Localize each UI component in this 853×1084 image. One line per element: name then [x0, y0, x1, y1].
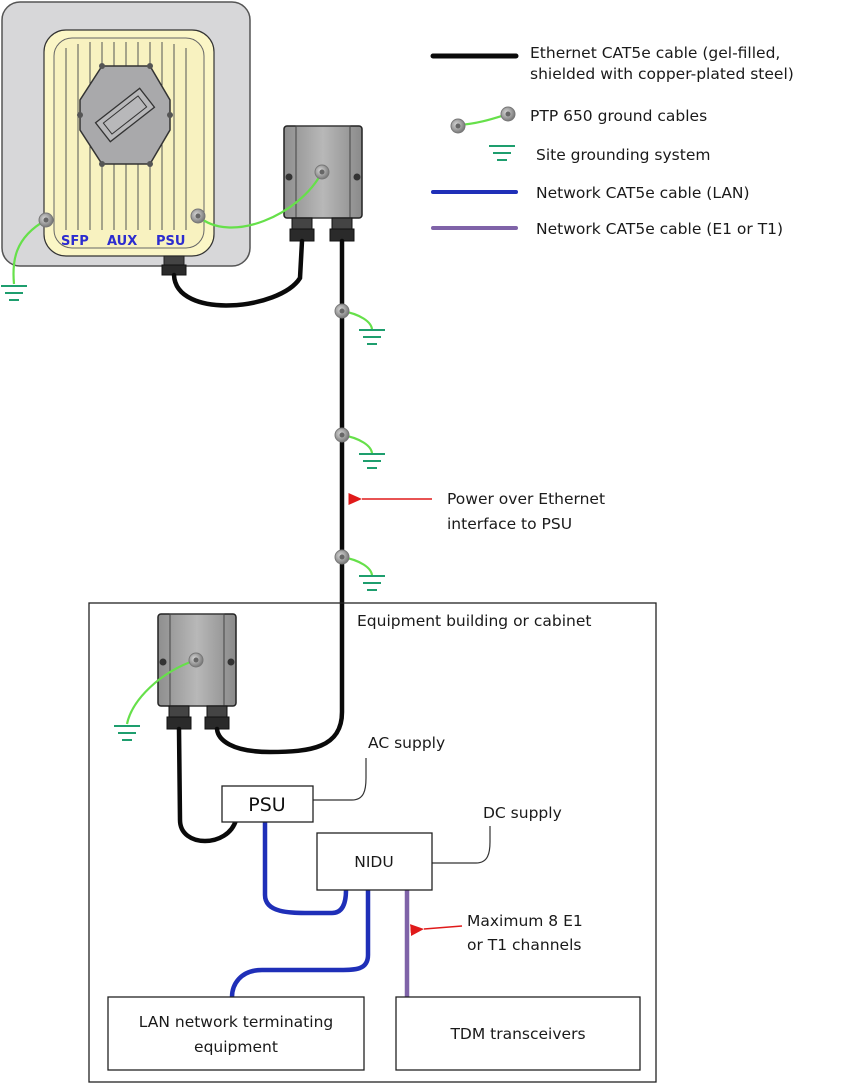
lan-equipment-line2: equipment	[194, 1038, 278, 1056]
legend-ground-swatch	[457, 112, 509, 127]
lan-equipment-line1: LAN network terminating	[139, 1013, 333, 1031]
max-channels-line2: or T1 channels	[467, 936, 581, 954]
ground-symbol-4	[114, 725, 140, 741]
psu-box-label: PSU	[248, 794, 285, 816]
poe-label-line1: Power over Ethernet	[447, 490, 605, 508]
legend-ethernet-line2: shielded with copper-plated steel)	[530, 65, 794, 83]
ground-symbol-odu	[1, 285, 27, 301]
poe-label-line2: interface to PSU	[447, 515, 572, 533]
odu-unit	[1, 1, 251, 276]
dc-supply-label: DC supply	[483, 804, 562, 822]
ground-symbol-2	[359, 453, 385, 469]
lan-equipment-box	[107, 996, 365, 1071]
port-label-sfp: SFP	[61, 234, 89, 249]
ethernet-cables	[171, 238, 345, 844]
legend-site-grounding: Site grounding system	[536, 146, 710, 164]
nidu-box-label: NIDU	[354, 853, 393, 871]
lan-cables	[229, 819, 371, 1000]
legend-network-lan: Network CAT5e cable (LAN)	[536, 184, 750, 202]
legend-ethernet-line1: Ethernet CAT5e cable (gel-filled,	[530, 44, 780, 62]
legend-network-e1t1: Network CAT5e cable (E1 or T1)	[536, 220, 783, 238]
ac-supply-lead	[313, 758, 367, 801]
tdm-box	[395, 996, 641, 1071]
legend-ground-cables: PTP 650 ground cables	[530, 107, 707, 125]
ground-symbols	[1, 285, 385, 741]
max-channels-arrow	[410, 924, 463, 937]
ground-symbol-3	[359, 575, 385, 591]
ac-supply-label: AC supply	[368, 734, 445, 752]
top-surge-suppressor	[283, 125, 363, 242]
ground-points	[38, 164, 350, 668]
legend	[430, 53, 519, 230]
ground-cables	[12, 171, 374, 725]
equipment-building-box	[88, 602, 657, 1083]
psu-box	[221, 785, 314, 823]
legend-site-ground-swatch	[489, 145, 515, 161]
port-label-aux: AUX	[107, 234, 137, 249]
port-label-psu: PSU	[156, 234, 185, 249]
max-channels-line1: Maximum 8 E1	[467, 912, 583, 930]
dc-supply-lead	[432, 826, 491, 864]
nidu-box	[316, 832, 433, 891]
tdm-box-label: TDM transceivers	[449, 1025, 585, 1043]
building-label: Equipment building or cabinet	[357, 612, 591, 630]
ground-symbol-1	[359, 329, 385, 345]
